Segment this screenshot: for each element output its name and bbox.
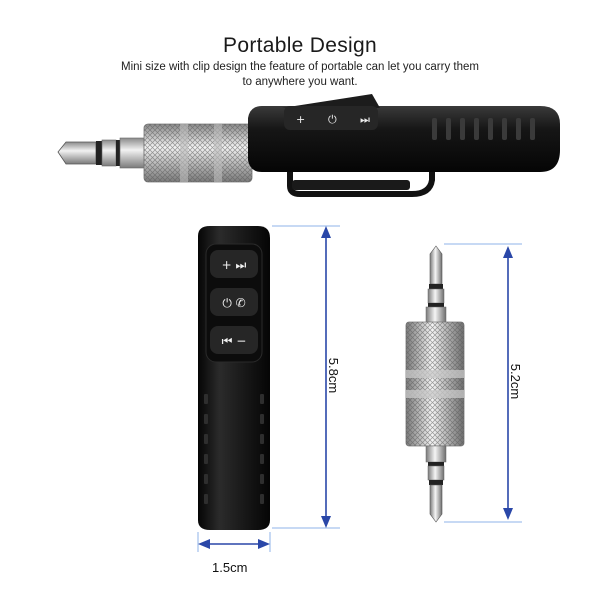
horizontal-device: + ⏻ ⏭ xyxy=(57,94,560,197)
cable-height-arrow xyxy=(503,246,513,520)
horizontal-power-icon: ⏻ xyxy=(328,113,337,126)
device-width-arrow xyxy=(198,539,270,549)
device-height-arrow xyxy=(321,226,331,528)
subtitle-line-1: Mini size with clip design the feature o… xyxy=(121,61,479,73)
previous-button-label: ⏮ − xyxy=(222,334,247,348)
subtitle-line-2: to anywhere you want. xyxy=(242,76,358,88)
horizontal-plus-icon: + xyxy=(296,113,305,126)
next-button-label: + ⏭ xyxy=(222,258,247,272)
power-button[interactable] xyxy=(210,288,258,316)
horizontal-skip-icon: ⏭ xyxy=(360,113,370,126)
device-height-guides xyxy=(272,225,340,529)
vertical-device: + ⏭ ⏻ ✆ ⏮ − xyxy=(198,226,270,530)
cable-height-label: 5.2cm xyxy=(508,363,524,400)
previous-button[interactable] xyxy=(210,326,258,354)
device-width-guides xyxy=(197,532,271,552)
power-button-label: ⏻ ✆ xyxy=(222,296,245,310)
device-height-label: 5.8cm xyxy=(326,357,342,394)
page-subtitle: Mini size with clip design the feature o… xyxy=(90,60,510,90)
device-width-label: 1.5cm xyxy=(212,560,248,575)
next-button[interactable] xyxy=(210,250,258,278)
audio-adapter xyxy=(405,245,465,523)
cable-height-guides xyxy=(444,243,522,523)
page-title: Portable Design xyxy=(223,34,377,57)
